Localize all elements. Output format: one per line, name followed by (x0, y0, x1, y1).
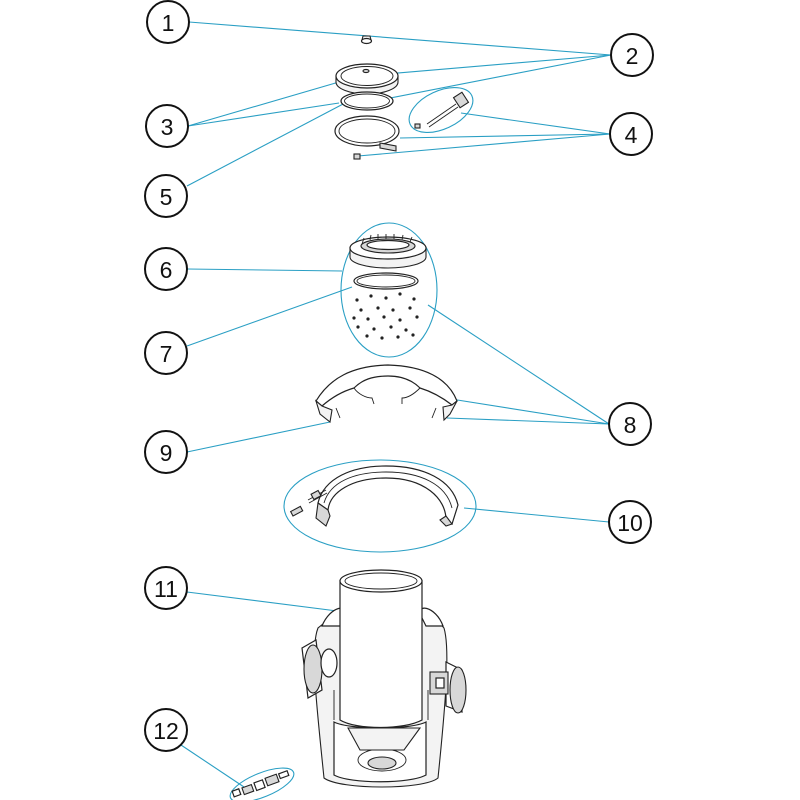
callout-4-label: 4 (625, 122, 638, 148)
leader-5 (186, 102, 346, 187)
callout-4: 4 (609, 112, 653, 156)
part-10-clamp-band (289, 465, 459, 527)
part-6-top-ring (349, 234, 427, 269)
callout-11-label: 11 (154, 576, 178, 602)
leader-lines (177, 21, 612, 788)
callout-6: 6 (144, 247, 188, 291)
callout-9-label: 9 (160, 440, 173, 466)
leader-8c (446, 417, 610, 425)
zoom-ellipse-12 (229, 767, 295, 800)
callout-8-label: 8 (624, 412, 637, 438)
callout-5: 5 (144, 174, 188, 218)
part-3-lid (335, 63, 399, 95)
leader-2a (373, 54, 612, 76)
callout-7: 7 (144, 331, 188, 375)
part-11-housing (301, 569, 467, 788)
leader-10 (463, 507, 610, 523)
callout-1-label: 1 (162, 10, 175, 36)
leader-8a (427, 304, 610, 425)
leader-9 (186, 421, 331, 453)
leader-12 (177, 742, 245, 788)
part-9-saddle-cover (314, 364, 458, 424)
leader-1 (188, 21, 612, 56)
callout-9: 9 (144, 430, 188, 474)
clamp-bolt (414, 91, 470, 129)
part-4-clamp (334, 91, 470, 160)
callout-5-label: 5 (160, 184, 173, 210)
callout-12: 12 (144, 708, 188, 752)
leader-6 (186, 268, 343, 272)
leader-4a (460, 112, 611, 135)
callout-12-label: 12 (153, 718, 179, 744)
callout-6-label: 6 (160, 257, 173, 283)
callout-8: 8 (608, 402, 652, 446)
part-7-oring (353, 272, 419, 290)
left-port (301, 639, 338, 699)
part-12-valve-fitting (231, 769, 290, 798)
callout-11: 11 (144, 566, 188, 610)
part-5-lid-oring (340, 91, 394, 111)
callout-1: 1 (146, 0, 190, 44)
leader-3b (187, 102, 340, 127)
leader-11 (186, 591, 346, 613)
leader-7 (186, 286, 353, 347)
zoom-ellipse-4 (408, 87, 474, 133)
leader-3a (187, 81, 340, 127)
callout-10: 10 (608, 500, 652, 544)
zoom-ellipse-10 (283, 459, 477, 553)
callout-3: 3 (145, 104, 189, 148)
band-bolt (289, 489, 328, 517)
leader-4b (399, 133, 611, 139)
leader-8b (450, 398, 610, 425)
right-port (429, 661, 467, 714)
callout-2: 2 (610, 33, 654, 77)
callout-2-label: 2 (626, 43, 639, 69)
callout-7-label: 7 (160, 341, 173, 367)
callout-3-label: 3 (161, 114, 174, 140)
part-8-screws (352, 292, 419, 340)
leader-4c (357, 133, 611, 157)
callout-10-label: 10 (617, 510, 643, 536)
part-1-knob (360, 35, 373, 45)
leader-2b (379, 54, 612, 101)
zoom-ellipse-6-7-8 (340, 222, 438, 358)
